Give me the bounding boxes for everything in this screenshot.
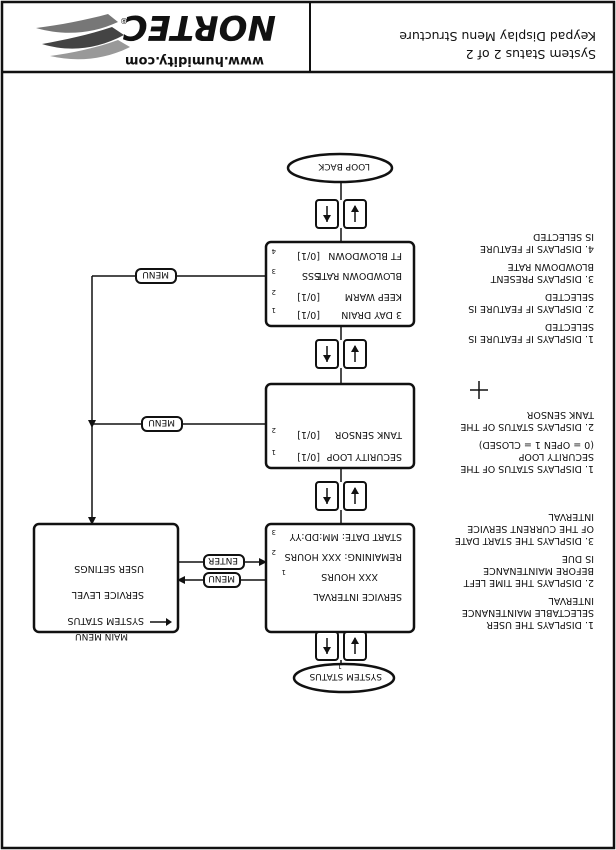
diagram-title: Keypad Display Menu Structure xyxy=(399,29,596,44)
system-status-start-terminal xyxy=(292,662,396,694)
menu-button-3-label: MENU xyxy=(142,269,169,279)
note-line: SELECTED xyxy=(545,321,594,332)
screen2-value-1: [0/1] xyxy=(297,451,320,462)
note-line: SELECTED xyxy=(545,291,594,302)
note-line: SELECTABLE MAINTENANCE xyxy=(462,607,594,618)
enter-button[interactable] xyxy=(203,554,245,570)
screen1-line-3: REMAINING: XXX HOURS xyxy=(285,551,402,562)
main-menu-caption: MAIN MENU xyxy=(75,631,128,641)
note-line: BEFORE MAINTENANCE xyxy=(483,565,594,576)
logo-swoosh-icon xyxy=(42,27,124,49)
screen3-line-1: 3 DAY DRAIN xyxy=(341,309,402,320)
menu-button-3[interactable] xyxy=(135,268,177,284)
screen-service-interval xyxy=(264,522,416,634)
main-menu-item-system-status[interactable]: SYSTEM STATUS xyxy=(67,615,144,626)
screen3-sub-1: 1 xyxy=(272,306,276,314)
screen2-value-2: [0/1] xyxy=(297,429,320,440)
note-line: 4. DISPLAYS IF FEATURE xyxy=(480,243,594,254)
note-line: IS DUE xyxy=(562,553,594,564)
start-terminal-label: SYSTEM STATUS xyxy=(309,671,382,681)
note-line: INTERVAL xyxy=(548,511,594,522)
main-menu-item-service-level[interactable]: SERVICE LEVEL xyxy=(71,589,144,600)
menu-button-2-label: MENU xyxy=(148,417,175,427)
menu-return-junction-arrow-icon xyxy=(88,420,96,428)
screen3-sub-2: 2 xyxy=(272,288,276,296)
screen2-line-1: SECURITY LOOP xyxy=(326,451,402,462)
screen1-sub-2: 2 xyxy=(272,548,276,556)
note-line: 1. DISPLAYS IF FEATURE IS xyxy=(468,333,594,344)
note-line: 1. DISPLAYS STATUS OF THE xyxy=(460,463,594,474)
diagram-subtitle: System Status 2 of 2 xyxy=(466,47,596,62)
screen3-value-2: [0/1] xyxy=(297,291,320,302)
plus-icon xyxy=(470,381,488,399)
screen-drain-features xyxy=(264,240,416,328)
loop-back-terminal xyxy=(286,152,394,184)
note-line: TANK SENSOR xyxy=(526,409,595,420)
nortec-logo: NORTEC ® www.humidity.com xyxy=(36,7,276,68)
note-line: BLOWDOWN RATE xyxy=(508,261,594,272)
note-line: 2. DISPLAYS IF FEATURE IS xyxy=(468,303,594,314)
note-line: INTERVAL xyxy=(548,595,594,606)
screen2-sub-1: 1 xyxy=(272,448,276,456)
screen3-value-4: [0/1] xyxy=(297,250,320,261)
notes-screen3: 1. DISPLAYS IF FEATURE IS SELECTED 2. DI… xyxy=(468,231,594,344)
screen3-line-4: FT BLOWDOWN xyxy=(328,250,402,261)
screen1-line-2: XXX HOURS xyxy=(321,571,378,582)
screen2-line-2: TANK SENSOR xyxy=(334,429,403,440)
screen3-line-3: BLOWDOWN RATE xyxy=(316,270,402,281)
note-line: 3. DISPLAYS THE START DATE xyxy=(455,535,594,546)
note-line: SECURITY LOOP xyxy=(518,451,594,462)
loop-back-label: LOOP BACK xyxy=(317,161,370,171)
nav-keys-screen3-loop xyxy=(315,199,367,229)
screen3-line-2: KEEP WARM xyxy=(345,291,402,302)
enter-button-label: ENTER xyxy=(208,555,238,565)
screen3-value-1: [0/1] xyxy=(297,309,320,320)
nav-keys-screen1-2 xyxy=(315,481,367,511)
note-line: 2. DISPLAYS THE TIME LEFT xyxy=(464,577,594,588)
menu-button-1[interactable] xyxy=(203,572,241,588)
screen3-sub-3: 3 xyxy=(272,267,276,275)
note-line: 1. DISPLAYS THE USER xyxy=(486,619,594,630)
screen3-sub-4: 4 xyxy=(271,247,276,255)
notes-screen2: 1. DISPLAYS STATUS OF THE SECURITY LOOP … xyxy=(460,409,595,474)
start-terminal-sub: 1 xyxy=(338,662,342,670)
screen1-sub-3: 3 xyxy=(272,528,276,536)
note-line: 2. DISPLAYS STATUS OF THE xyxy=(460,421,594,432)
note-line: (0 = OPEN 1 = CLOSED) xyxy=(479,439,594,450)
screen3-value-3: SSS xyxy=(302,270,320,281)
note-line: OF THE CURRENT SERVICE xyxy=(467,523,594,534)
brand-name: NORTEC xyxy=(123,7,276,47)
main-menu-pointer-icon xyxy=(150,618,172,626)
website: www.humidity.com xyxy=(125,53,264,68)
registered-mark: ® xyxy=(120,16,128,25)
main-menu-item-user-settings[interactable]: USER SETINGS xyxy=(74,563,144,574)
notes-screen1: 1. DISPLAYS THE USER SELECTABLE MAINTENA… xyxy=(455,511,594,630)
menu-button-2[interactable] xyxy=(141,416,183,432)
note-line: 3. DISPLAYS PRESENT xyxy=(490,273,594,284)
screen2-sub-2: 2 xyxy=(272,426,276,434)
screen1-line-4: START DATE: MM:DD:YY xyxy=(290,531,402,542)
nav-keys-start xyxy=(315,631,367,661)
menu-button-1-label: MENU xyxy=(208,573,235,583)
screen1-sub-1: 1 xyxy=(282,568,286,576)
screen-safety-inputs xyxy=(264,382,416,470)
screen1-line-1: SERVICE INTERVAL xyxy=(313,591,402,602)
note-line: IS SELECTED xyxy=(533,231,594,242)
nav-keys-screen2-3 xyxy=(315,339,367,369)
